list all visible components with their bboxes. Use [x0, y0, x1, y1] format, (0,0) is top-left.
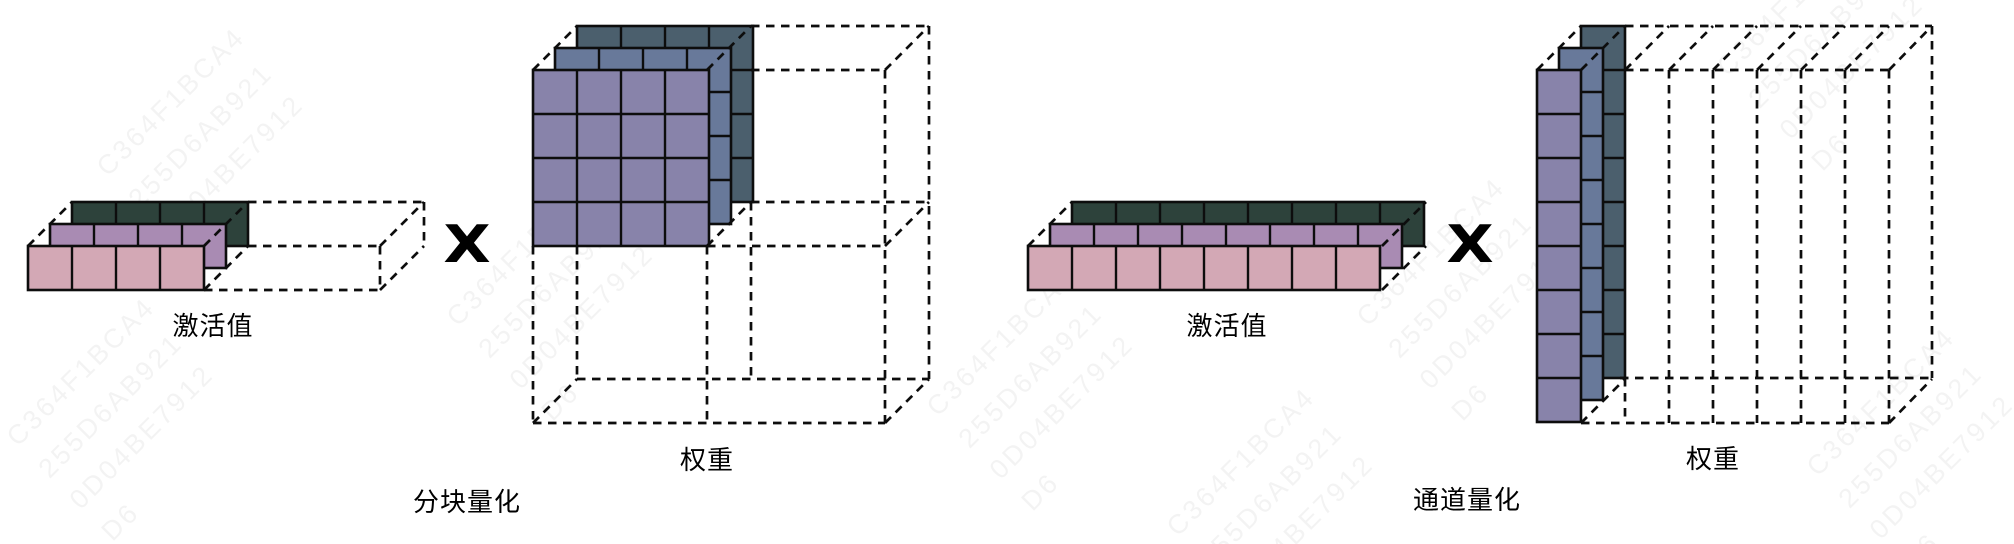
block-layer — [1026, 244, 1382, 292]
multiply-sign-left: X — [443, 215, 491, 275]
title-channel-quantization: 通道量化 — [1412, 485, 1522, 515]
activation-label-left: 激活值 — [172, 311, 254, 341]
title-block-quantization: 分块量化 — [412, 487, 522, 517]
block-layer — [1535, 68, 1583, 424]
weight-label-left: 权重 — [679, 445, 735, 475]
multiply-sign-right: X — [1446, 215, 1494, 275]
weight-label-right: 权重 — [1685, 444, 1741, 474]
block-layer — [26, 244, 206, 292]
activation-label-right: 激活值 — [1186, 311, 1268, 341]
block-layer — [531, 68, 711, 248]
